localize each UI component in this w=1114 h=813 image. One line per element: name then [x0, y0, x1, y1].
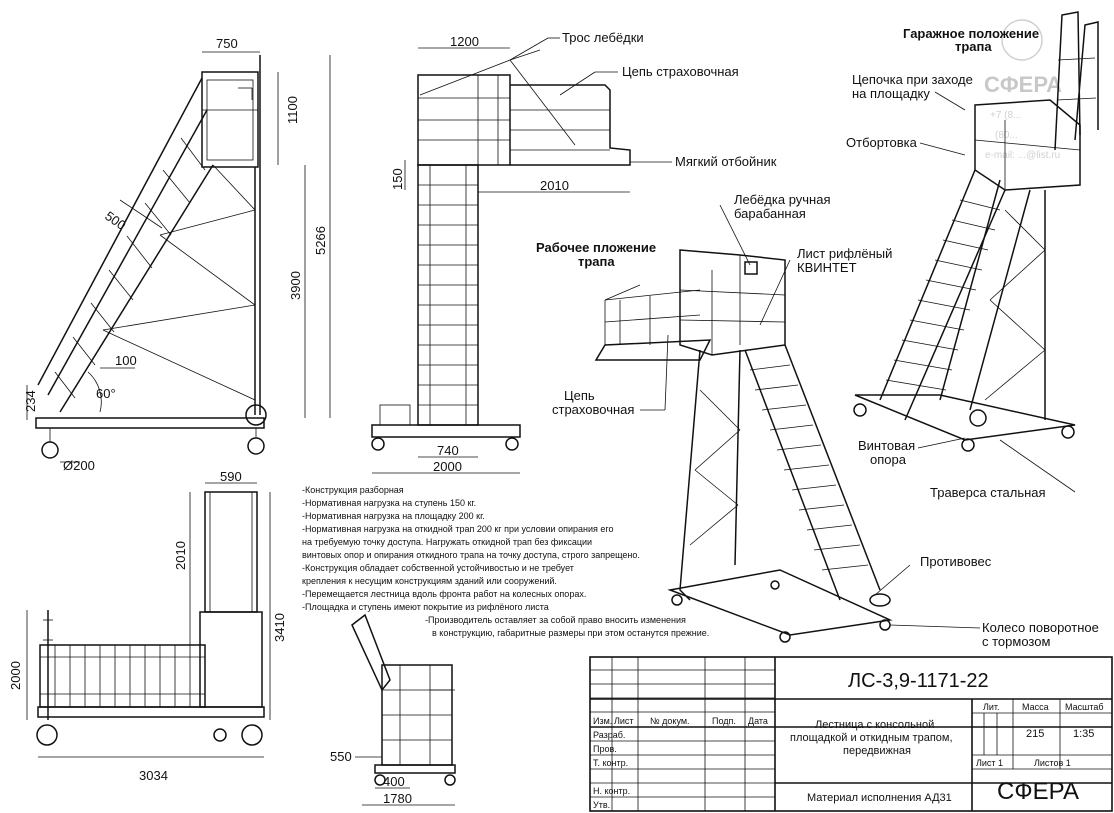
- dim-1100: 1100: [285, 96, 300, 124]
- dim-angle-60: 60°: [96, 386, 116, 401]
- lit-label: Лит.: [983, 702, 1000, 712]
- label-working-position: трапа: [578, 254, 615, 269]
- label-safety-chain: страховочная: [552, 402, 634, 417]
- header-list: Лист: [614, 716, 634, 726]
- note-line: винтовых опор и опирания откидного трапа…: [302, 550, 640, 560]
- scale-value: 1:35: [1073, 728, 1094, 740]
- dim-1780: 1780: [383, 791, 412, 806]
- watermark: СФЕРА +7 (8... (80... e-mail: ...@list.r…: [984, 19, 1062, 161]
- label-checker-sheet: КВИНТЕТ: [797, 260, 857, 275]
- mass-value: 215: [1026, 728, 1044, 740]
- dim-1200: 1200: [450, 34, 479, 49]
- role-developer: Разраб.: [593, 730, 625, 740]
- label-manual-winch: барабанная: [734, 206, 806, 221]
- watermark-brand: СФЕРА: [984, 72, 1062, 97]
- note-line: -Конструкция обладает собственной устойч…: [302, 563, 574, 573]
- dim-2000: 2000: [433, 459, 462, 474]
- role-checker: Пров.: [593, 744, 617, 754]
- label-screw-support: опора: [870, 452, 907, 467]
- iso-working-view: Лебёдка ручная барабанная Рабочее пложен…: [536, 192, 1099, 649]
- note-line: в конструкцию, габаритные размеры при эт…: [432, 628, 709, 638]
- note-line: крепления к несущим конструкциям зданий …: [302, 576, 557, 586]
- description-line: передвижная: [843, 745, 911, 757]
- label-safety-chain: Цепь: [564, 388, 595, 403]
- dim-500: 500: [102, 208, 128, 233]
- dim-750: 750: [216, 36, 238, 51]
- label-garage-position: трапа: [955, 39, 992, 54]
- dim-150: 150: [390, 168, 405, 190]
- note-line: -Нормативная нагрузка на ступень 150 кг.: [302, 498, 476, 508]
- dim-2010: 2010: [540, 178, 569, 193]
- label-working-position: Рабочее пложение: [536, 240, 656, 255]
- label-manual-winch: Лебёдка ручная: [734, 192, 831, 207]
- dim-3410: 3410: [272, 613, 287, 642]
- header-izm: Изм.: [593, 716, 612, 726]
- note-line: -Конструкция разборная: [302, 485, 404, 495]
- label-flange: Отбортовка: [846, 135, 918, 150]
- side-view: 750 1100 3900 5266 500 100 234 60° Ø200: [23, 36, 331, 473]
- label-garage-position: Гаражное положение: [903, 26, 1039, 41]
- dim-2010: 2010: [173, 541, 188, 570]
- dim-400: 400: [383, 774, 405, 789]
- iso-garage-view: Гаражное положение трапа Цепочка при зах…: [846, 11, 1099, 500]
- label-wheel: Колесо поворотное: [982, 620, 1099, 635]
- label-wheel: с тормозом: [982, 634, 1050, 649]
- label-steel-traverse: Траверса стальная: [930, 485, 1046, 500]
- header-date: Дата: [748, 716, 768, 726]
- material: Материал исполнения АД31: [807, 792, 952, 804]
- notes-block: -Конструкция разборная -Нормативная нагр…: [302, 485, 709, 638]
- label-soft-bumper: Мягкий отбойник: [675, 154, 777, 169]
- dim-234: 234: [23, 390, 38, 412]
- label-small-chain: на площадку: [852, 86, 930, 101]
- note-line: на требуемую точку доступа. Нагружать от…: [302, 537, 592, 547]
- label-small-chain: Цепочка при заходе: [852, 72, 973, 87]
- sheet-number: Лист 1: [976, 758, 1003, 768]
- dim-590: 590: [220, 469, 242, 484]
- role-norm-control: Н. контр.: [593, 786, 630, 796]
- dim-3900: 3900: [288, 271, 303, 300]
- label-checker-sheet: Лист рифлёный: [797, 246, 892, 261]
- company-name: СФЕРА: [997, 778, 1079, 805]
- dim-740: 740: [437, 443, 459, 458]
- small-detail-view: 550 400 1780: [330, 613, 456, 806]
- role-approved: Утв.: [593, 800, 610, 810]
- sheets-total: Листов 1: [1034, 758, 1071, 768]
- note-line: -Площадка и ступень имеют покрытие из ри…: [302, 602, 549, 612]
- note-line: -Нормативная нагрузка на откидной трап 2…: [302, 524, 613, 534]
- header-sign: Подп.: [712, 716, 736, 726]
- note-line: -Производитель оставляет за собой право …: [425, 615, 686, 625]
- scale-label: Масштаб: [1065, 702, 1104, 712]
- front-view: 1200 150 2010 740 2000 Трос лебёдки Цепь…: [371, 30, 777, 474]
- role-tech-control: Т. контр.: [593, 758, 628, 768]
- dim-2000: 2000: [8, 661, 23, 690]
- label-screw-support: Винтовая: [858, 438, 915, 453]
- watermark-contact: e-mail: ...@list.ru: [985, 150, 1060, 161]
- watermark-contact: (80...: [995, 130, 1018, 141]
- end-view: 590 2010 3410 2000 3034: [8, 469, 287, 783]
- drawing-code: ЛС-3,9-1171-22: [848, 670, 989, 692]
- dim-5266: 5266: [313, 226, 328, 255]
- header-doc: № докум.: [650, 716, 690, 726]
- dim-100: 100: [115, 353, 137, 368]
- title-block: ЛС-3,9-1171-22 Изм. Лист № докум. Подп. …: [589, 656, 1113, 812]
- dim-3034: 3034: [139, 768, 168, 783]
- label-counterweight: Противовес: [920, 554, 992, 569]
- mass-label: Масса: [1022, 702, 1049, 712]
- dim-wheel-diameter: Ø200: [63, 458, 95, 473]
- label-safety-chain-top: Цепь страховочная: [622, 64, 739, 79]
- description-line: Лестница с консольной: [815, 719, 934, 731]
- label-winch-cable: Трос лебёдки: [562, 30, 644, 45]
- note-line: -Нормативная нагрузка на площадку 200 кг…: [302, 511, 485, 521]
- description-line: площадкой и откидным трапом,: [790, 732, 953, 744]
- watermark-contact: +7 (8...: [990, 110, 1021, 121]
- note-line: -Перемещается лестница вдоль фронта рабо…: [302, 589, 586, 599]
- dim-550: 550: [330, 749, 352, 764]
